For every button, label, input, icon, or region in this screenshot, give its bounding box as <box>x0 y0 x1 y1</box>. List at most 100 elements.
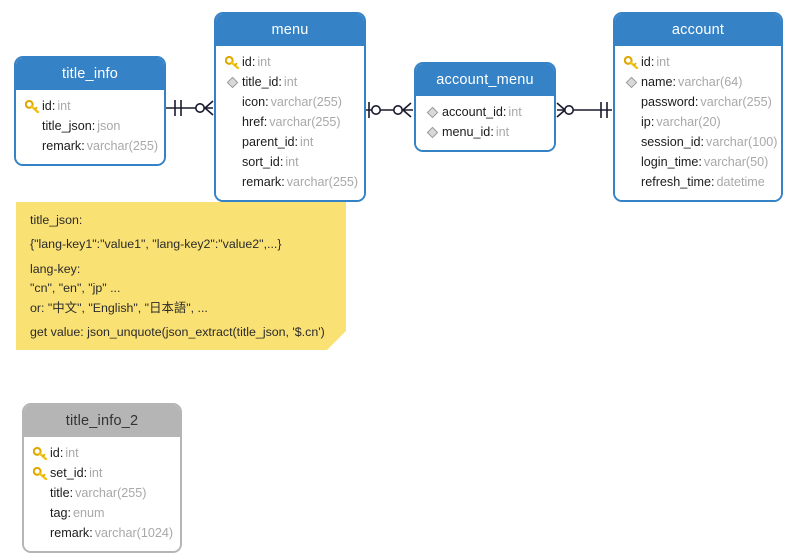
key-icon <box>31 445 50 461</box>
field-type: varchar(64) <box>678 75 743 89</box>
key-icon <box>31 465 50 481</box>
note-line-2: {"lang-key1":"value1", "lang-key2":"valu… <box>30 237 282 252</box>
field-title_info_2-remark[interactable]: remark : varchar(1024) <box>24 523 180 543</box>
entity-account_menu[interactable]: account_menu account_id : int menu <box>414 62 556 152</box>
no-icon <box>622 114 641 130</box>
field-separator: : <box>89 526 93 540</box>
field-name: ip <box>641 115 651 129</box>
field-menu-href[interactable]: href : varchar(255) <box>216 112 364 132</box>
field-title_info_2-set_id[interactable]: set_id : int <box>24 463 180 483</box>
field-separator: : <box>281 175 285 189</box>
field-type: varchar(255) <box>286 175 359 189</box>
entity-fields-menu: id : int title_id : int icon : varchar(2… <box>216 46 364 200</box>
field-type: int <box>57 99 71 113</box>
field-type: varchar(255) <box>270 95 343 109</box>
field-separator: : <box>698 155 702 169</box>
field-title_info-remark[interactable]: remark : varchar(255) <box>16 136 164 156</box>
field-name: tag <box>50 506 68 520</box>
entity-menu[interactable]: menu id : int <box>214 12 366 202</box>
field-name: session_id <box>641 135 701 149</box>
field-menu-title_id[interactable]: title_id : int <box>216 72 364 92</box>
field-separator: : <box>263 115 268 129</box>
field-account-login_time[interactable]: login_time : varchar(50) <box>615 152 781 172</box>
entity-fields-account_menu: account_id : int menu_id : int <box>416 96 554 150</box>
relationship-account_menu-account[interactable] <box>556 102 612 118</box>
no-icon <box>223 94 242 110</box>
field-separator: : <box>81 139 85 153</box>
field-name: sort_id <box>242 155 280 169</box>
no-icon <box>223 154 242 170</box>
field-separator: : <box>650 55 655 69</box>
field-separator: : <box>69 486 74 500</box>
field-title_info-id[interactable]: id : int <box>16 96 164 116</box>
field-account-ip[interactable]: ip : varchar(20) <box>615 112 781 132</box>
field-name: id <box>42 99 52 113</box>
field-type: int <box>285 155 299 169</box>
field-name: id <box>242 55 252 69</box>
field-name: id <box>641 55 651 69</box>
field-menu-sort_id[interactable]: sort_id : int <box>216 152 364 172</box>
field-type: int <box>257 55 271 69</box>
entity-account[interactable]: account id : int <box>613 12 783 202</box>
relationship-menu-account_menu[interactable] <box>366 102 413 118</box>
relationship-title_info-menu[interactable] <box>166 100 214 116</box>
diamond-icon <box>423 124 442 140</box>
field-type: varchar(100) <box>706 135 778 149</box>
field-account_menu-menu_id[interactable]: menu_id : int <box>416 122 554 142</box>
field-title_info_2-title[interactable]: title : varchar(255) <box>24 483 180 503</box>
entity-title-account_menu: account_menu <box>416 64 554 96</box>
field-separator: : <box>67 506 72 520</box>
title-json-note[interactable]: title_json: {"lang-key1":"value1", "lang… <box>16 202 346 350</box>
field-title_info_2-tag[interactable]: tag : enum <box>24 503 180 523</box>
field-name: id <box>50 446 60 460</box>
entity-title_info_2[interactable]: title_info_2 id : int <box>22 403 182 553</box>
field-menu-remark[interactable]: remark : varchar(255) <box>216 172 364 192</box>
field-type: varchar(255) <box>269 115 341 129</box>
entity-title-menu: menu <box>216 14 364 46</box>
field-name: title <box>50 486 70 500</box>
entity-title_info[interactable]: title_info id : int title_json <box>14 56 166 166</box>
field-separator: : <box>251 55 256 69</box>
field-name: refresh_time <box>641 175 711 189</box>
field-type: varchar(255) <box>86 139 159 153</box>
note-line-1: title_json: <box>30 213 83 227</box>
field-account-id[interactable]: id : int <box>615 52 781 72</box>
field-name: name <box>641 75 673 89</box>
field-name: password <box>641 95 695 109</box>
field-separator: : <box>51 99 56 113</box>
field-type: int <box>495 125 510 139</box>
field-name: menu_id <box>442 125 491 139</box>
diamond-icon <box>423 104 442 120</box>
field-type: int <box>89 466 103 480</box>
note-fold-corner-icon <box>327 331 346 350</box>
field-account-session_id[interactable]: session_id : varchar(100) <box>615 132 781 152</box>
field-account_menu-account_id[interactable]: account_id : int <box>416 102 554 122</box>
field-type: int <box>283 75 298 89</box>
entity-fields-account: id : int name : varchar(64) password : v… <box>615 46 781 200</box>
field-title_info-title_json[interactable]: title_json : json <box>16 116 164 136</box>
field-type: varchar(255) <box>75 486 147 500</box>
field-separator: : <box>91 119 96 133</box>
field-account-password[interactable]: password : varchar(255) <box>615 92 781 112</box>
field-menu-id[interactable]: id : int <box>216 52 364 72</box>
field-separator: : <box>672 75 677 89</box>
field-menu-icon[interactable]: icon : varchar(255) <box>216 92 364 112</box>
field-title_info_2-id[interactable]: id : int <box>24 443 180 463</box>
field-type: int <box>656 55 670 69</box>
field-account-refresh_time[interactable]: refresh_time : datetime <box>615 172 781 192</box>
no-icon <box>23 118 42 134</box>
field-type: int <box>65 446 79 460</box>
field-separator: : <box>59 446 64 460</box>
no-icon <box>23 138 42 154</box>
field-separator: : <box>265 95 269 109</box>
field-menu-parent_id[interactable]: parent_id : int <box>216 132 364 152</box>
entity-title-account: account <box>615 14 781 46</box>
field-account-name[interactable]: name : varchar(64) <box>615 72 781 92</box>
diamond-icon <box>223 74 242 90</box>
field-type: varchar(50) <box>703 155 769 169</box>
field-separator: : <box>294 135 299 149</box>
key-icon <box>223 54 242 70</box>
field-name: parent_id <box>242 135 295 149</box>
field-name: title_id <box>242 75 279 89</box>
